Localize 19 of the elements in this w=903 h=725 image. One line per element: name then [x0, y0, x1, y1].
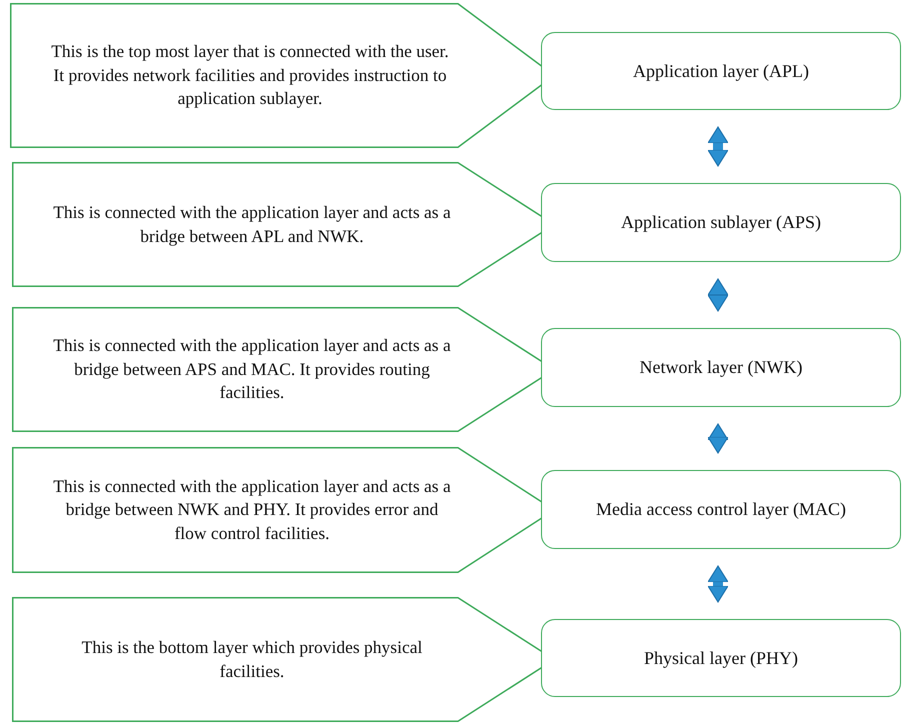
- double-arrow: [708, 126, 728, 166]
- description-text: This is connected with the application layer and acts as a bridge between APS and MAC. It provides routing facilities.: [52, 334, 452, 404]
- layer-box: [541, 619, 901, 697]
- layer-box: [541, 470, 901, 549]
- layer-label: Application sublayer (APS): [621, 212, 821, 233]
- layer-label: Network layer (NWK): [640, 357, 802, 378]
- layer-label: Media access control layer (MAC): [596, 499, 846, 520]
- layer-box: [541, 328, 901, 407]
- description-text: This is the top most layer that is connected with the user. It provides network facilities and provides instruction to application sublayer.: [50, 40, 450, 110]
- description-text: This is connected with the application layer and acts as a bridge between APL and NWK.: [52, 200, 452, 248]
- double-arrow: [708, 566, 728, 602]
- double-arrow: [708, 424, 728, 454]
- layer-label: Physical layer (PHY): [644, 648, 798, 668]
- double-arrow: [708, 278, 728, 312]
- layer-box: [541, 183, 901, 262]
- description-text: This is connected with the application layer and acts as a bridge between NWK and PHY. It provides error and flow control facilities.: [52, 474, 452, 545]
- layer-label: Application layer (APL): [633, 60, 809, 82]
- description-text: This is the bottom layer which provides physical facilities.: [80, 636, 424, 682]
- layer-box: [541, 32, 901, 110]
